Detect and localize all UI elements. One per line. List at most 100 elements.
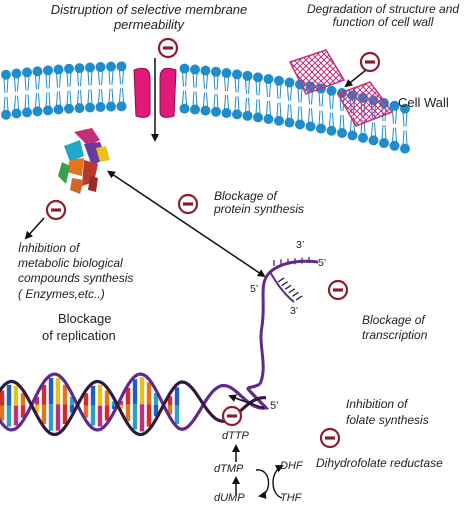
inhibition-minus-icon bbox=[45, 199, 67, 221]
lipid-head-bottom bbox=[242, 110, 253, 121]
lipid-head-bottom bbox=[1, 109, 11, 120]
label-dna-5prime: 5’ bbox=[270, 400, 279, 412]
lipid-tail-top bbox=[276, 84, 282, 99]
inhibition-bar bbox=[163, 46, 173, 50]
lipid-tail-top bbox=[318, 92, 324, 107]
label-folate-1: Inhibition of bbox=[346, 397, 408, 411]
label-replication-2: of replication bbox=[42, 328, 116, 343]
lipid-head-top bbox=[64, 63, 74, 74]
base-pair-half bbox=[167, 396, 173, 406]
label-dtmp: dTMP bbox=[214, 463, 244, 475]
lipid-tail-top bbox=[35, 75, 40, 90]
label-protein-synthesis: Blockage of protein synthesis bbox=[214, 189, 305, 217]
base-pair-half bbox=[139, 377, 145, 405]
base-pair-half bbox=[97, 384, 103, 406]
lipid-tail-top bbox=[224, 77, 229, 92]
inhibition-bar bbox=[183, 202, 193, 206]
lipid-head-top bbox=[190, 64, 200, 75]
inhibition-bar bbox=[365, 60, 375, 64]
lipid-head-top bbox=[43, 65, 53, 76]
base-pair-half bbox=[55, 377, 61, 405]
lipid-tail-bottom bbox=[276, 102, 282, 117]
lipid-head-bottom bbox=[53, 104, 64, 115]
lipid-head-bottom bbox=[253, 112, 263, 123]
base-pair-half bbox=[90, 405, 96, 426]
base-pair-half bbox=[139, 404, 145, 432]
lipid-head-bottom bbox=[284, 117, 295, 128]
lipid-head-bottom bbox=[43, 105, 53, 116]
lipid-tail-bottom bbox=[45, 92, 51, 107]
inhibition-minus-icon bbox=[359, 51, 381, 73]
base-pair-half bbox=[118, 400, 124, 405]
lipid-tail-top bbox=[245, 79, 250, 94]
lipid-head-top bbox=[32, 66, 43, 77]
base-pair-half bbox=[83, 393, 89, 406]
lipid-head-bottom bbox=[85, 102, 95, 113]
dna-5prime-arrow bbox=[228, 394, 265, 409]
lipid-tail-bottom bbox=[329, 112, 334, 127]
lipid-tail-top bbox=[297, 88, 303, 103]
base-pair-half bbox=[20, 405, 26, 418]
lipid-head-bottom bbox=[32, 106, 43, 117]
lipid-tail-top bbox=[87, 71, 93, 86]
label-metabolic-1: İnhibition of bbox=[18, 241, 80, 255]
lipid-head-bottom bbox=[274, 115, 284, 126]
lipid-head-bottom bbox=[64, 103, 74, 114]
label-cell-wall: Cell Wall bbox=[398, 95, 449, 110]
lipid-tail-bottom bbox=[255, 99, 261, 114]
lipid-tail-top bbox=[255, 81, 261, 96]
lipid-tail-bottom bbox=[182, 90, 187, 105]
label-dihydrofolate-reductase: Dihydrofolate reductase bbox=[316, 456, 443, 470]
lipid-tail-bottom bbox=[87, 89, 93, 104]
lipid-head-top bbox=[284, 77, 295, 88]
rna-ticks-top bbox=[273, 257, 310, 266]
base-pair-half bbox=[0, 405, 5, 421]
inhibition-minus-icon bbox=[177, 193, 199, 215]
lipid-head-bottom bbox=[358, 132, 368, 143]
lipid-head-bottom bbox=[116, 101, 127, 112]
base-pair-half bbox=[153, 404, 159, 417]
lipid-head-bottom bbox=[200, 105, 211, 116]
mrna-hinge bbox=[269, 271, 295, 303]
lipid-tail-bottom bbox=[371, 122, 376, 137]
lipid-head-bottom bbox=[305, 121, 316, 132]
base-pair-half bbox=[132, 379, 138, 405]
dna-strand-purple bbox=[0, 372, 270, 432]
label-metabolic-4: ( Enzymes,etc..) bbox=[18, 287, 105, 301]
base-pair-half bbox=[34, 396, 40, 405]
lipid-tail-top bbox=[213, 75, 219, 90]
lipid-head-bottom bbox=[316, 123, 326, 134]
lipid-tail-top bbox=[287, 86, 292, 101]
lipid-head-top bbox=[326, 85, 337, 96]
membrane-heads bbox=[1, 61, 410, 154]
base-pair-half bbox=[6, 384, 12, 406]
lipid-head-top bbox=[106, 61, 116, 72]
lipid-tail-top bbox=[24, 76, 30, 91]
base-pair-half bbox=[41, 404, 47, 425]
lipid-tail-top bbox=[329, 94, 334, 109]
base-pair-half bbox=[83, 405, 89, 418]
lipid-head-bottom bbox=[95, 102, 106, 113]
lipid-tail-bottom bbox=[234, 96, 240, 111]
lipid-tail-bottom bbox=[77, 90, 82, 105]
lipid-head-top bbox=[11, 68, 22, 79]
lipid-tail-bottom bbox=[297, 106, 303, 121]
lipid-head-bottom bbox=[389, 140, 400, 151]
lipid-tail-bottom bbox=[245, 97, 250, 112]
lipid-tail-bottom bbox=[108, 88, 114, 103]
lipid-tail-bottom bbox=[266, 100, 271, 116]
base-pair-half bbox=[13, 405, 19, 426]
lipid-tail-bottom bbox=[318, 110, 324, 125]
base-pair-half bbox=[146, 404, 152, 427]
mrna-strand bbox=[258, 259, 319, 385]
base-pair-half bbox=[153, 393, 159, 405]
lipid-head-top bbox=[400, 103, 410, 114]
base-pair-half bbox=[125, 404, 131, 422]
lipid-head-top bbox=[116, 61, 127, 72]
lipid-head-top bbox=[53, 64, 64, 75]
lipid-head-top bbox=[179, 63, 190, 74]
lipid-tail-bottom bbox=[56, 91, 61, 106]
lipid-head-top bbox=[232, 69, 242, 80]
